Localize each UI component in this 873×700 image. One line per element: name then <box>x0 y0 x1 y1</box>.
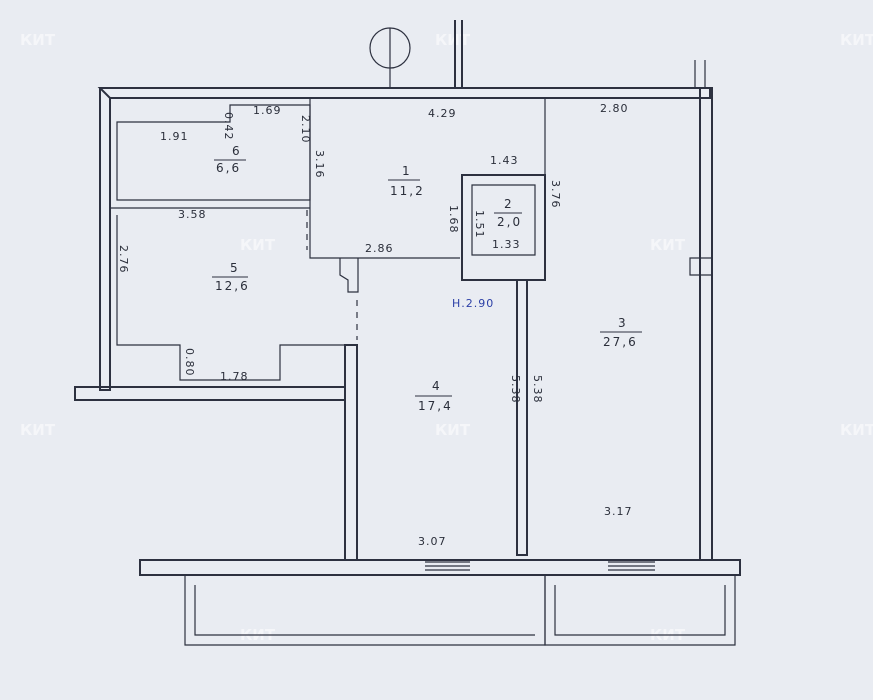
room-area: 11,2 <box>390 184 425 198</box>
watermark-logo: КИТ <box>840 31 873 49</box>
room6-outline <box>116 104 311 201</box>
room-area: 17,4 <box>418 399 453 413</box>
walls <box>74 20 741 646</box>
dim-label: 5.38 <box>509 375 522 404</box>
dim-label: 0.42 <box>222 112 235 141</box>
watermark-logo: КИТ <box>20 31 56 49</box>
room-number: 4 <box>432 379 442 393</box>
nook <box>339 258 359 293</box>
room1-outline <box>309 98 460 259</box>
riser <box>694 60 706 88</box>
dim-label: 3.17 <box>604 505 633 518</box>
room-area: 2,0 <box>497 215 522 229</box>
dim-label: 3.16 <box>313 150 326 179</box>
window <box>425 561 470 571</box>
dim-label: 1.69 <box>253 104 282 117</box>
watermark-logo: КИТ <box>20 421 56 439</box>
dim-label: 2.80 <box>600 102 629 115</box>
watermark-logo: КИТ <box>650 236 686 254</box>
dim-label: 3.58 <box>178 208 207 221</box>
lower-left-wall <box>74 386 346 401</box>
room-area: 6,6 <box>216 161 241 175</box>
vent-pipe <box>454 20 463 88</box>
dim-label: 1.51 <box>473 210 486 239</box>
balcony-right-inner <box>554 585 726 636</box>
dim-label: 2.86 <box>365 242 394 255</box>
room2-outer <box>461 174 546 281</box>
dim-label: 2.76 <box>117 245 130 274</box>
top-wall <box>97 87 711 99</box>
dim-label: 1.68 <box>447 205 460 234</box>
dim-label: 2.10 <box>299 115 312 144</box>
room-area: 27,6 <box>603 335 638 349</box>
window <box>608 561 655 571</box>
room2-inner <box>471 184 536 256</box>
wall-room4-room3 <box>516 279 528 556</box>
right-wall <box>699 87 713 561</box>
left-wall <box>99 88 111 391</box>
dim-label: 3.07 <box>418 535 447 548</box>
watermark-logo: КИТ <box>435 421 471 439</box>
room-number: 3 <box>618 316 628 330</box>
room5-outline <box>116 215 345 381</box>
watermarks: КИТ КИТ КИТ КИТ КИТ КИТ КИТ КИТ КИТ КИТ <box>20 31 873 644</box>
ceiling-height: Н.2.90 <box>452 297 494 310</box>
room-area: 12,6 <box>215 279 250 293</box>
dim-label: 0.80 <box>183 348 196 377</box>
room-number: 2 <box>504 197 514 211</box>
dim-label: 5.38 <box>531 375 544 404</box>
room-number: 1 <box>402 164 412 178</box>
dim-label: 3.76 <box>549 180 562 209</box>
bottom-wall <box>139 559 741 576</box>
room-number: 5 <box>230 261 240 275</box>
dim-label: 1.33 <box>492 238 521 251</box>
balcony-left-inner <box>194 585 535 636</box>
balcony-right <box>544 575 736 646</box>
room-labels: 6 6,6 1 11,2 2 2,0 5 12,6 3 27,6 4 17,4 <box>212 144 642 413</box>
dim-label: 4.29 <box>428 107 457 120</box>
watermark-logo: КИТ <box>435 31 471 49</box>
room-number: 6 <box>232 144 242 158</box>
wall-room4-left <box>344 344 358 561</box>
dim-label: 1.78 <box>220 370 249 383</box>
dim-label: 1.43 <box>490 154 519 167</box>
watermark-logo: КИТ <box>840 421 873 439</box>
watermark-logo: КИТ <box>240 236 276 254</box>
dimension-labels: 1.69 0.42 4.29 2.80 1.91 2.10 3.16 1.43 … <box>117 102 633 548</box>
dim-label: 1.91 <box>160 130 189 143</box>
vent-box <box>689 257 713 276</box>
